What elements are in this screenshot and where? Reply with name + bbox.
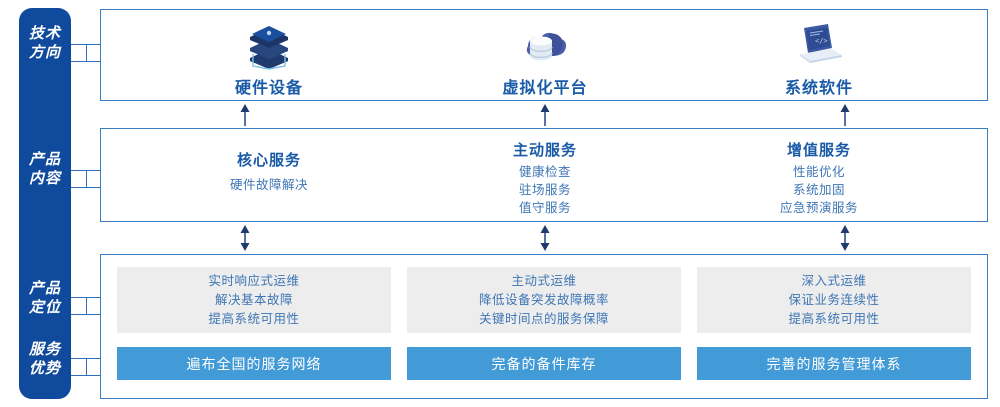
content-title-proactive-service: 主动服务 (512, 142, 577, 159)
tech-column-hardware[interactable]: 硬件设备 (129, 22, 409, 98)
advantage-bar-management-system[interactable]: 完善的服务管理体系 (697, 347, 971, 380)
arrow-bidirectional-proactive (538, 225, 552, 256)
product-content-panel: 核心服务 硬件故障解决 主动服务 健康检查 驻场服务 值守服务 增值服务 性能优… (100, 128, 988, 222)
rail-label-product-content: 产品 内容 (28, 151, 61, 187)
sidebar-rail (19, 8, 71, 399)
positioning-card-realtime[interactable]: 实时响应式运维 解决基本故障 提高系统可用性 (117, 267, 391, 333)
connector-stem-positioning (86, 297, 87, 315)
arrow-up-virtualization (538, 104, 552, 131)
positioning-line: 降低设备突发故障概率 (478, 292, 609, 307)
advantage-bar-label: 完善的服务管理体系 (766, 355, 902, 372)
tech-column-system-software[interactable]: </> 系统软件 (679, 22, 959, 98)
arrow-bidirectional-core (238, 225, 252, 256)
positioning-line: 解决基本故障 (214, 292, 293, 307)
technology-direction-panel: 硬件设备 虚拟化平台 (100, 9, 988, 101)
arrow-up-system-software (838, 104, 852, 131)
content-column-core-service[interactable]: 核心服务 硬件故障解决 (129, 149, 409, 194)
content-column-value-added-service[interactable]: 增值服务 性能优化 系统加固 应急预演服务 (679, 139, 959, 217)
arrow-up-hardware (238, 104, 252, 131)
content-item: 驻场服务 (518, 183, 571, 197)
laptop-code-icon: </> (679, 22, 959, 70)
positioning-card-deep[interactable]: 深入式运维 保证业务连续性 提高系统可用性 (697, 267, 971, 333)
connector-stem-tech (86, 44, 87, 62)
positioning-and-advantage-panel: 实时响应式运维 解决基本故障 提高系统可用性 主动式运维 降低设备突发故障概率 … (100, 254, 988, 399)
content-column-proactive-service[interactable]: 主动服务 健康检查 驻场服务 值守服务 (405, 139, 685, 217)
content-item: 系统加固 (792, 183, 845, 197)
tech-title-system-software: 系统软件 (784, 80, 853, 97)
connector-stem-advantage (86, 358, 87, 376)
positioning-line: 主动式运维 (511, 273, 577, 288)
rail-label-product-positioning: 产品 定位 (28, 280, 61, 316)
positioning-line: 提高系统可用性 (788, 311, 880, 326)
advantage-bar-label: 完备的备件库存 (491, 355, 597, 372)
content-title-core-service: 核心服务 (236, 152, 301, 169)
content-item: 性能优化 (792, 165, 845, 179)
content-item: 硬件故障解决 (229, 178, 308, 192)
positioning-line: 保证业务连续性 (788, 292, 880, 307)
tech-title-hardware: 硬件设备 (234, 80, 303, 97)
content-item: 值守服务 (518, 201, 571, 215)
tech-column-virtualization[interactable]: 虚拟化平台 (405, 22, 685, 98)
positioning-line: 提高系统可用性 (208, 311, 300, 326)
server-stack-icon (129, 22, 409, 70)
rail-label-service-advantage: 服务 优势 (28, 341, 61, 377)
positioning-line: 实时响应式运维 (208, 273, 300, 288)
advantage-bar-spare-parts[interactable]: 完备的备件库存 (407, 347, 681, 380)
svg-text:</>: </> (815, 37, 828, 45)
positioning-line: 关键时间点的服务保障 (478, 311, 609, 326)
positioning-line: 深入式运维 (801, 273, 867, 288)
content-item: 健康检查 (518, 165, 571, 179)
content-title-value-added-service: 增值服务 (786, 142, 851, 159)
positioning-card-proactive[interactable]: 主动式运维 降低设备突发故障概率 关键时间点的服务保障 (407, 267, 681, 333)
connector-stem-content (86, 170, 87, 188)
advantage-bar-service-network[interactable]: 遍布全国的服务网络 (117, 347, 391, 380)
content-item: 应急预演服务 (779, 201, 858, 215)
arrow-bidirectional-value-added (838, 225, 852, 256)
rail-label-technology-direction: 技术 方向 (28, 25, 61, 61)
cloud-database-icon (405, 22, 685, 70)
advantage-bar-label: 遍布全国的服务网络 (186, 355, 322, 372)
tech-title-virtualization: 虚拟化平台 (502, 80, 588, 97)
